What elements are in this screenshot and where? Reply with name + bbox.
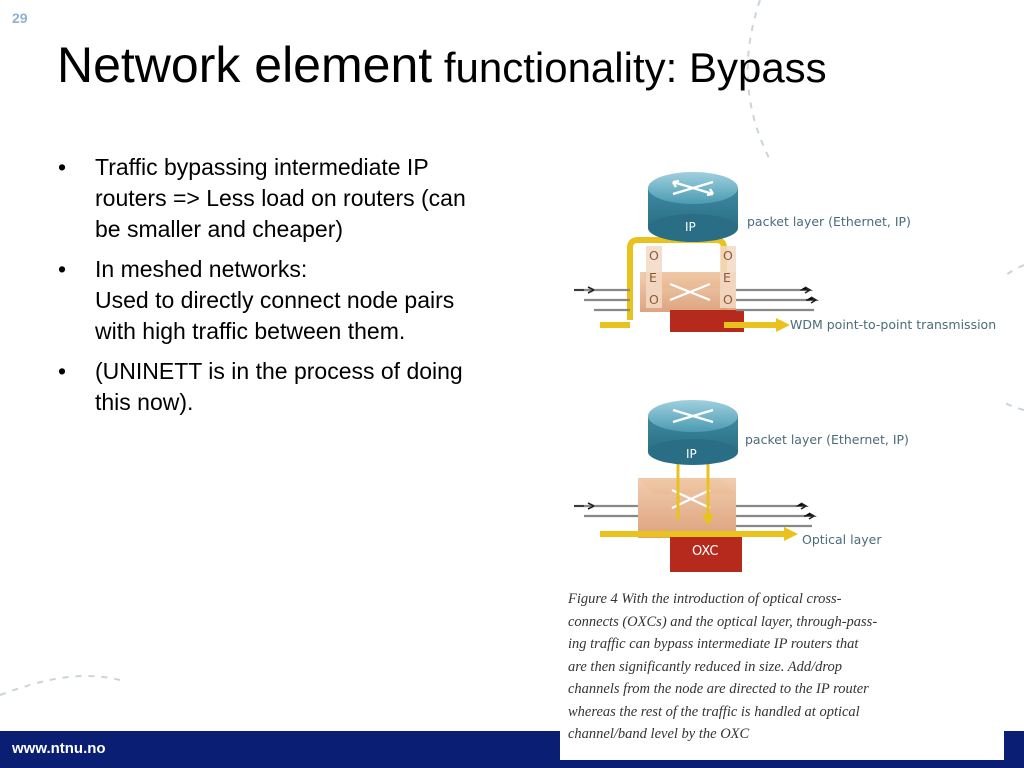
oeo-box-left bbox=[646, 246, 662, 308]
router-arrows-icon-bottom bbox=[672, 408, 714, 424]
caption-line: ing traffic can bypass intermediate IP r… bbox=[568, 636, 859, 652]
bullet-line: be smaller and cheaper) bbox=[95, 216, 344, 242]
bullet-item: • Traffic bypassing intermediate IP rout… bbox=[58, 152, 558, 245]
bullet-line: Traffic bypassing intermediate IP bbox=[95, 154, 429, 180]
router-base-bottom bbox=[648, 439, 738, 465]
oeo-left-2: E bbox=[649, 270, 657, 285]
fiber-arrowhead bbox=[776, 318, 790, 332]
bullet-item: • (UNINETT is in the process of doing th… bbox=[58, 356, 558, 418]
bullet-item: • In meshed networks: Used to directly c… bbox=[58, 254, 558, 347]
switch-arrows-icon bbox=[669, 282, 711, 302]
page-title: Network element functionality: Bypass bbox=[57, 36, 827, 94]
oxc-block-red bbox=[670, 532, 742, 572]
traffic-arrowheads-bottom bbox=[574, 502, 817, 520]
bullet-line: with high traffic between them. bbox=[95, 318, 406, 344]
oeo-right-1: O bbox=[723, 248, 733, 263]
optical-arrowhead bbox=[784, 527, 798, 541]
bullet-line: Used to directly connect node pairs bbox=[95, 287, 455, 313]
title-part1: Network element bbox=[57, 37, 433, 93]
bullet-list: • Traffic bypassing intermediate IP rout… bbox=[58, 152, 558, 427]
caption-line: are then significantly reduced in size. … bbox=[568, 658, 842, 675]
bullet-marker: • bbox=[58, 154, 67, 180]
packet-layer-label-bottom: packet layer (Ethernet, IP) bbox=[745, 432, 909, 447]
oeo-left-1: O bbox=[649, 248, 659, 263]
caption-line: channels from the node are directed to t… bbox=[568, 681, 869, 697]
traffic-arrowheads bbox=[574, 286, 819, 304]
traffic-lines-top bbox=[574, 288, 814, 312]
caption-line: connects (OXCs) and the optical layer, t… bbox=[568, 613, 878, 630]
optical-layer-label: Optical layer bbox=[802, 532, 882, 547]
title-part2: functionality: Bypass bbox=[432, 44, 827, 91]
caption-line: Figure 4 With the introduction of optica… bbox=[568, 591, 842, 607]
node-block-red bbox=[670, 310, 744, 332]
packet-layer-label-top: packet layer (Ethernet, IP) bbox=[747, 214, 911, 229]
slide-number: 29 bbox=[12, 10, 28, 26]
caption-line: whereas the rest of the traffic is handl… bbox=[568, 703, 860, 720]
oxc-label: OXC bbox=[692, 544, 719, 559]
oeo-left-3: O bbox=[649, 292, 659, 307]
bullet-line: In meshed networks: bbox=[95, 256, 308, 282]
footer-url[interactable]: www.ntnu.no bbox=[12, 740, 106, 757]
bullet-marker: • bbox=[58, 256, 67, 282]
bullet-line: this now). bbox=[95, 389, 194, 415]
oxc-block-face bbox=[638, 478, 736, 538]
oeo-right-2: E bbox=[723, 270, 731, 285]
router-arrows-icon bbox=[671, 179, 715, 197]
bullet-line: routers => Less load on routers (can bbox=[95, 185, 466, 211]
figure-illustration bbox=[574, 172, 819, 572]
router-label-bottom: IP bbox=[686, 447, 697, 461]
bullet-line: (UNINETT is in the process of doing bbox=[95, 358, 463, 384]
router-base bbox=[648, 214, 738, 242]
oeo-right-3: O bbox=[723, 292, 733, 307]
bullet-marker: • bbox=[58, 358, 67, 384]
wdm-transmission-label: WDM point-to-point transmission bbox=[790, 317, 997, 332]
oeo-box-right bbox=[720, 246, 736, 308]
add-drop-arrows bbox=[676, 455, 710, 520]
router-label-top: IP bbox=[685, 220, 696, 234]
figure-caption: Figure 4 With the introduction of optica… bbox=[568, 588, 948, 746]
drop-arrowhead bbox=[702, 514, 714, 526]
network-figure: packet layer (Ethernet, IP) IP O E O O E… bbox=[560, 160, 1004, 760]
traffic-lines-bottom bbox=[574, 504, 812, 528]
caption-line: channel/band level by the OXC bbox=[568, 726, 750, 742]
